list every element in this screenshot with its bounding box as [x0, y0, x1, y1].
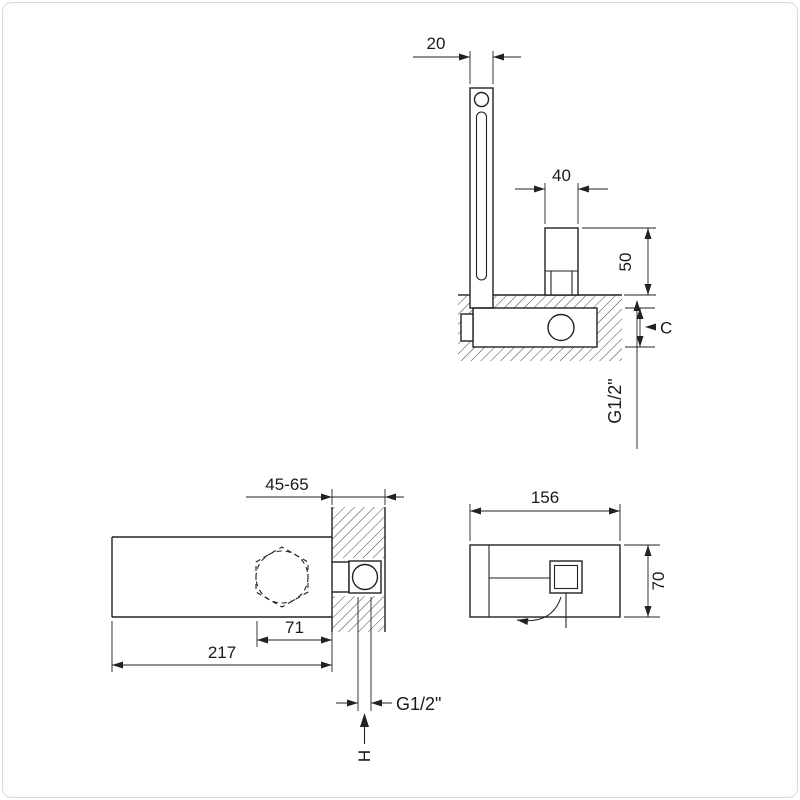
arrowhead — [470, 507, 481, 515]
dim-spout-width-label: 40 — [552, 166, 571, 185]
arrowhead — [534, 185, 545, 193]
section-view-top: 20 40 50 — [413, 34, 672, 449]
arrowhead — [644, 284, 652, 295]
thread-callout-top: G1/2" — [605, 300, 641, 449]
fitting-circle — [351, 563, 379, 591]
arrowhead — [347, 699, 358, 707]
arrowhead — [644, 606, 652, 617]
dim-spout-length-label: 217 — [208, 643, 236, 662]
dim-handle-width: 20 — [413, 34, 521, 84]
dim-wall-thickness: 45-65 — [246, 475, 404, 505]
front-view-bottom-right: 156 70 — [469, 488, 668, 628]
arrowhead — [636, 308, 644, 319]
fitting-neck — [331, 561, 350, 593]
arrowhead — [644, 228, 652, 239]
arrowhead — [112, 661, 123, 669]
arrowhead — [493, 53, 504, 61]
arrowhead — [371, 699, 382, 707]
valve-inlet-circle — [547, 313, 575, 342]
up-arrowhead — [360, 713, 369, 727]
valve-body-cutout — [473, 308, 597, 347]
dim-outlet-offset-label: 71 — [285, 618, 304, 637]
dim-plate-width-label: 156 — [531, 488, 559, 507]
arrowhead — [321, 493, 332, 501]
handle-square-inner — [553, 564, 579, 590]
side-view-bottom-left: 45-65 71 217 — [111, 475, 441, 762]
arrowhead — [633, 300, 641, 311]
thread-callout-bottom: G1/2" — [336, 597, 441, 714]
dim-plate-height-label: 70 — [649, 572, 668, 591]
dim-outlet-offset: 71 — [256, 618, 333, 647]
wall-plate-outline — [469, 544, 621, 618]
lever-handle-outline — [469, 87, 494, 309]
dim-handle-width-label: 20 — [427, 34, 446, 53]
leader-arrowhead — [645, 323, 656, 331]
dim-depth-c: C — [625, 307, 672, 348]
hot-water-marker-label: H — [355, 750, 374, 762]
arrowhead — [385, 493, 396, 501]
valve-step — [460, 313, 474, 342]
dim-spout-width: 40 — [515, 166, 608, 224]
dim-plate-height: 70 — [624, 544, 668, 618]
arrowhead — [321, 661, 332, 669]
hidden-cartridge-circle — [255, 550, 309, 604]
hot-water-marker: H — [355, 713, 374, 762]
dim-spout-height-label: 50 — [616, 253, 635, 272]
dim-spout-length: 217 — [111, 621, 333, 672]
depth-c-label: C — [660, 319, 672, 338]
thread-size-top-label: G1/2" — [605, 378, 625, 423]
thread-size-bottom-label: G1/2" — [396, 694, 441, 714]
arrowhead — [636, 336, 644, 347]
dim-plate-width: 156 — [469, 488, 621, 541]
arrowhead — [459, 53, 470, 61]
dim-wall-thickness-label: 45-65 — [265, 475, 308, 494]
arrowhead — [609, 507, 620, 515]
hidden-cartridge-hexagon — [255, 546, 309, 608]
spout-stub-outline — [544, 227, 579, 296]
arrowhead — [644, 545, 652, 556]
arrowhead — [578, 185, 589, 193]
arrowhead — [321, 636, 332, 644]
rotation-arrowhead — [517, 618, 529, 625]
lever-handle-hole — [473, 91, 490, 108]
lever-handle-slot — [475, 111, 488, 281]
dim-spout-height: 50 — [582, 227, 656, 296]
arrowhead — [257, 636, 268, 644]
